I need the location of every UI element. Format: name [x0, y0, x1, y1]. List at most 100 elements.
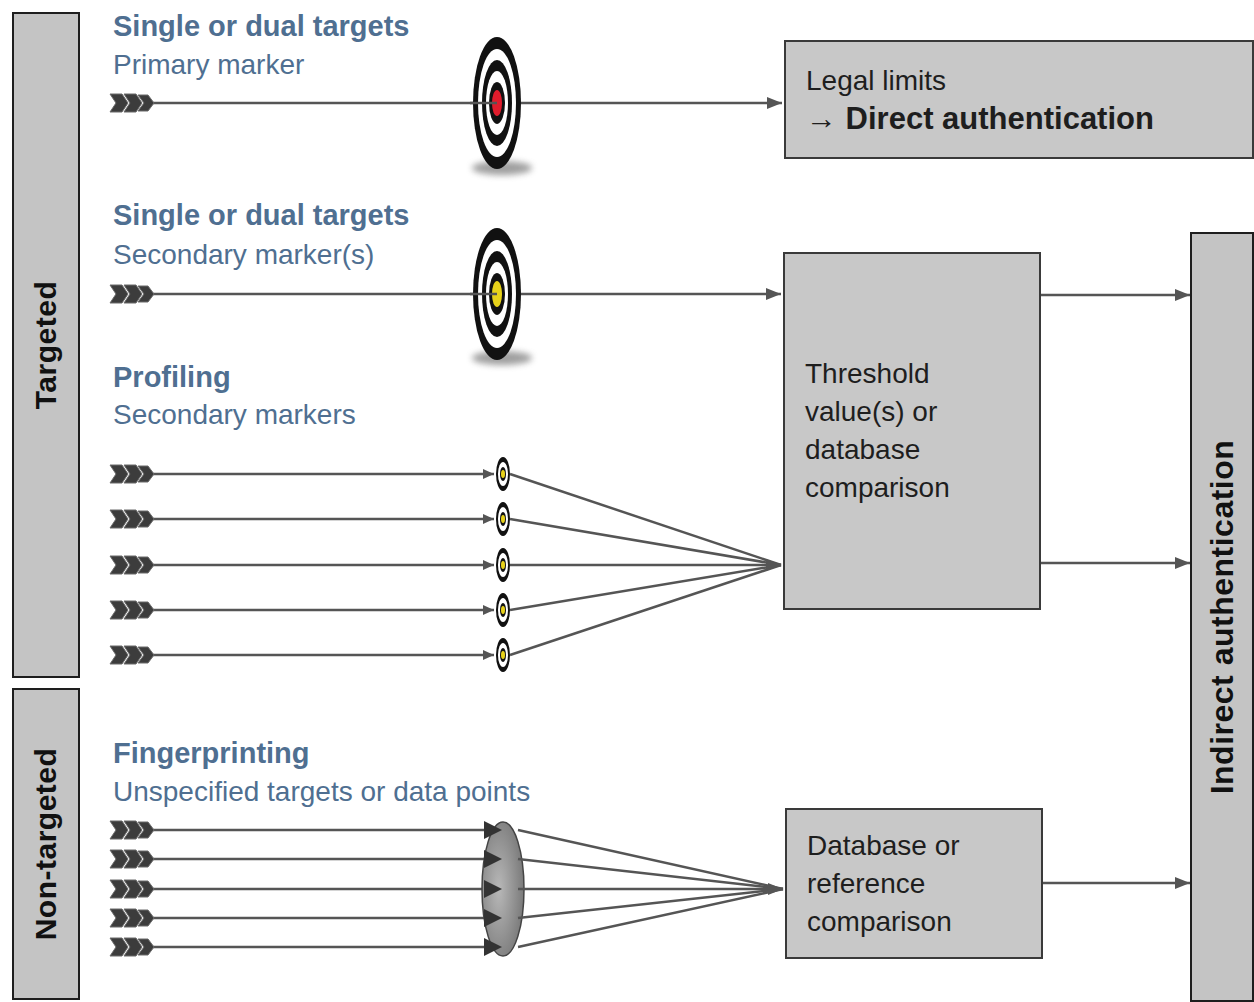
comparison-box: Threshold value(s) or database compariso… [783, 252, 1041, 610]
profiling-targets [500, 603, 506, 617]
fingerprint-arrows [150, 829, 490, 832]
method-heading: Fingerprinting [113, 736, 310, 771]
fingerprint-arrows [110, 821, 154, 839]
pointer-line [521, 102, 782, 105]
profiling-arrows [110, 465, 154, 483]
marker-label: Secondary markers [113, 397, 356, 432]
box-text: → Direct authentication [806, 100, 1238, 138]
profiling-targets [496, 502, 510, 536]
connector-arrow [1043, 882, 1190, 885]
fingerprint-disk [484, 821, 502, 839]
profiling-arrows [110, 646, 154, 664]
fingerprint-disk [484, 938, 502, 956]
fingerprint-arrows [110, 821, 490, 956]
fingerprint-arrows [150, 917, 490, 920]
profiling-arrows [110, 465, 494, 664]
fingerprint-arrows [110, 850, 154, 868]
fingerprint-disk [482, 822, 524, 956]
box-text: Legal limits [806, 62, 1238, 100]
converging-lines [518, 889, 783, 918]
profiling-targets [496, 638, 510, 672]
marker-label: Unspecified targets or data points [113, 774, 530, 809]
primary-arrow [150, 102, 497, 105]
profiling-targets [500, 648, 506, 662]
profiling-targets [501, 651, 505, 659]
profiling-arrows [150, 564, 494, 567]
box-content: Database or reference comparison [787, 810, 1041, 957]
converging-lines [518, 830, 783, 947]
primary-arrow [110, 94, 497, 112]
profiling-arrows [110, 556, 154, 574]
profiling-targets [496, 593, 510, 627]
secondary-target [470, 228, 532, 365]
profiling-targets [501, 515, 505, 523]
profiling-targets [501, 561, 505, 569]
profiling-targets [496, 457, 510, 491]
fingerprint-disk [482, 821, 524, 956]
primary-target [470, 102, 497, 105]
box-content: Threshold value(s) or database compariso… [785, 254, 1039, 608]
secondary-arrow [110, 285, 497, 303]
secondary-arrow [110, 285, 154, 303]
band-label: Indirect authentication [1204, 440, 1241, 795]
profiling-targets [500, 467, 506, 481]
profiling-targets [498, 553, 508, 577]
fingerprint-disk [484, 880, 502, 898]
converging-lines [510, 474, 781, 565]
outcome-band: Indirect authentication [1190, 232, 1254, 1002]
converging-lines [518, 888, 783, 891]
profiling-targets [496, 548, 510, 582]
fingerprint-disk [484, 850, 502, 868]
profiling-targets [500, 512, 506, 526]
converging-lines [510, 564, 781, 567]
method-heading: Profiling [113, 360, 231, 395]
profiling-arrows [110, 510, 154, 528]
pointer-line [521, 293, 781, 296]
fingerprint-arrows [150, 888, 490, 891]
fingerprint-disk [484, 909, 502, 927]
secondary-target [470, 293, 497, 296]
band-label: Targeted [29, 281, 63, 409]
profiling-arrows [150, 609, 494, 612]
converging-lines [510, 519, 781, 565]
box-content: Legal limits→ Direct authentication [786, 42, 1252, 157]
fingerprint-arrows [150, 858, 490, 861]
profiling-arrows [150, 518, 494, 521]
secondary-arrow [150, 293, 497, 296]
box-text: Database or reference comparison [807, 827, 1027, 941]
converging-lines [518, 889, 783, 947]
marker-label: Secondary marker(s) [113, 237, 374, 272]
profiling-targets [496, 457, 510, 672]
profiling-targets [498, 507, 508, 531]
profiling-targets [498, 643, 508, 667]
result-box: Legal limits→ Direct authentication [784, 40, 1254, 159]
profiling-targets [498, 462, 508, 486]
fingerprint-arrows [110, 880, 154, 898]
profiling-arrows [110, 601, 154, 619]
primary-target [470, 37, 532, 175]
profiling-targets [501, 606, 505, 614]
profiling-arrows [150, 473, 494, 476]
profiling-targets [498, 598, 508, 622]
connector-arrow [1041, 294, 1190, 297]
profiling-targets [501, 470, 505, 478]
box-text: Threshold value(s) or database compariso… [805, 355, 1025, 507]
converging-lines [518, 830, 783, 889]
category-band: Non-targeted [12, 688, 80, 1000]
converging-lines [510, 565, 781, 610]
connector-arrow [1041, 562, 1190, 565]
category-band: Targeted [12, 12, 80, 678]
profiling-targets [500, 558, 506, 572]
method-heading: Single or dual targets [113, 198, 410, 233]
fingerprint-arrows [150, 946, 490, 949]
comparison-box: Database or reference comparison [785, 808, 1043, 959]
marker-label: Primary marker [113, 47, 304, 82]
converging-lines [518, 859, 783, 889]
converging-lines [510, 565, 781, 655]
profiling-arrows [150, 654, 494, 657]
method-heading: Single or dual targets [113, 9, 410, 44]
primary-arrow [110, 94, 154, 112]
band-label: Non-targeted [29, 748, 63, 941]
fingerprint-arrows [110, 938, 154, 956]
